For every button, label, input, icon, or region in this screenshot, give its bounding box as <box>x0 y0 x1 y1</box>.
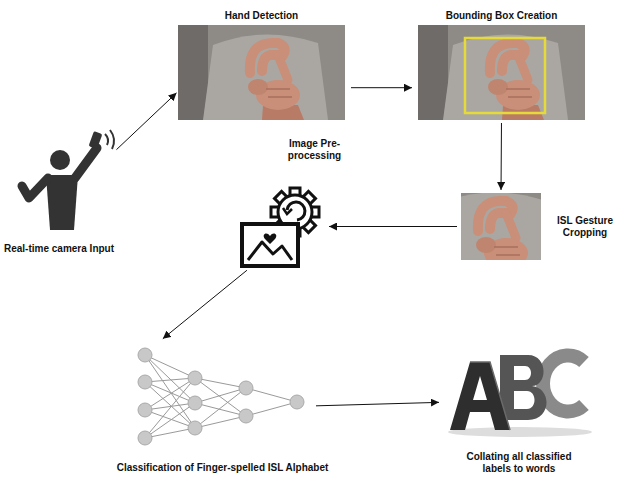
illustration-part <box>178 25 345 120</box>
illustration-part <box>110 130 114 149</box>
illustration-part <box>242 224 298 266</box>
step-label: Image Pre-processing <box>275 138 355 162</box>
illustration-part <box>75 148 97 178</box>
illustration-part <box>50 150 70 170</box>
illustration-part <box>239 409 253 423</box>
neural-network <box>138 348 304 445</box>
letters-graphic <box>448 355 592 437</box>
illustration-part <box>500 355 547 420</box>
illustration-part <box>138 375 152 389</box>
bounding-box <box>465 38 545 113</box>
illustration-part <box>188 421 202 435</box>
classification-step: Classification of Finger-spelled ISL Alp… <box>135 340 310 450</box>
illustration-part <box>22 178 48 198</box>
collating-step: Collating all classified labels to words <box>445 345 593 433</box>
camera-person-icon <box>22 130 114 230</box>
camera-input: Real-time camera Input <box>15 130 115 235</box>
step-label: Real-time camera Input <box>4 243 114 255</box>
illustration-part <box>290 395 304 409</box>
illustration-part <box>239 381 253 395</box>
illustration-part <box>406 183 573 278</box>
illustration-part <box>145 355 297 438</box>
illustration-part <box>105 134 108 145</box>
illustration-part <box>138 348 304 445</box>
step-label: Collating all classified labels to words <box>452 451 587 475</box>
illustration-part <box>448 427 592 437</box>
step-label: ISL Gesture Cropping <box>554 215 616 239</box>
illustration-part <box>138 431 152 445</box>
illustration-part <box>450 362 510 430</box>
flow-arrow <box>351 87 412 88</box>
illustration-part <box>470 362 510 430</box>
illustration-part <box>138 348 152 362</box>
hand-detection-step: Hand Detection <box>178 25 345 120</box>
illustration-part <box>543 356 584 412</box>
preprocessing-icon <box>242 188 319 266</box>
flow-arrow <box>329 226 457 227</box>
step-label: Hand Detection <box>225 10 298 22</box>
preprocessing-step: Image Pre-processing <box>240 184 325 269</box>
flow-arrow <box>116 93 176 150</box>
illustration-part <box>418 25 585 120</box>
illustration-part <box>283 208 292 214</box>
illustration-part <box>89 131 103 149</box>
step-label: Bounding Box Creation <box>446 10 558 22</box>
bounding-box-step: Bounding Box Creation <box>418 25 585 120</box>
cropped-gesture <box>406 183 573 278</box>
flow-arrow <box>316 402 439 405</box>
flow-arrow <box>501 123 502 190</box>
illustration-part <box>248 242 292 260</box>
cropping-step: ISL Gesture Cropping <box>461 193 541 260</box>
step-label: Classification of Finger-spelled ISL Alp… <box>117 462 329 474</box>
illustration-part <box>264 233 277 244</box>
illustration-part <box>188 396 202 410</box>
flow-arrow <box>163 270 247 338</box>
illustration-part <box>188 371 202 385</box>
illustration-part <box>46 175 78 230</box>
illustration-part <box>138 403 152 417</box>
